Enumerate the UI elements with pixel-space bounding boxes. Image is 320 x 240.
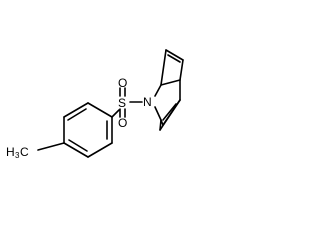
- methyl-c-label: C: [20, 145, 29, 159]
- ring-bond-4: [63, 142, 89, 158]
- c4-c1-bond: [160, 79, 181, 86]
- sulfonyl-oxygen-bonds: [119, 87, 126, 118]
- oxygen-top-label: O: [118, 76, 127, 90]
- nitrogen-label: N: [143, 95, 152, 109]
- toluene-ring: [63, 102, 113, 158]
- oxygen-bottom-label: O: [118, 116, 127, 130]
- aryl-sulfur-bond: [111, 109, 120, 118]
- c8-c6-bond: [159, 99, 181, 131]
- methyl-subscript: 3: [15, 151, 20, 160]
- azabicyclo-framework: [154, 49, 184, 131]
- c6-c7-double: [162, 103, 177, 121]
- ring-bond-2: [63, 102, 89, 118]
- n-c1-bond: [154, 84, 162, 97]
- ring-bond-1: [87, 102, 113, 118]
- ring-bond-5: [87, 142, 113, 158]
- c2-c3-bond: [165, 49, 184, 61]
- methyl-group-label: H 3 C: [6, 145, 29, 160]
- methyl-h-label: H: [6, 145, 15, 159]
- methyl-bond: [37, 142, 65, 151]
- n-c5-bond: [154, 106, 162, 121]
- c3-c4-bond: [179, 59, 184, 81]
- ring-double-2: [68, 139, 88, 152]
- tosyl-azabicycle-structure: S O O N H 3 C: [6, 49, 184, 160]
- ring-double-1: [67, 108, 87, 121]
- atom-labels: S O O N H 3 C: [6, 76, 152, 160]
- c2-c3-double: [167, 54, 181, 63]
- sulfur-label: S: [118, 96, 126, 110]
- c1-c2-bond: [160, 49, 167, 86]
